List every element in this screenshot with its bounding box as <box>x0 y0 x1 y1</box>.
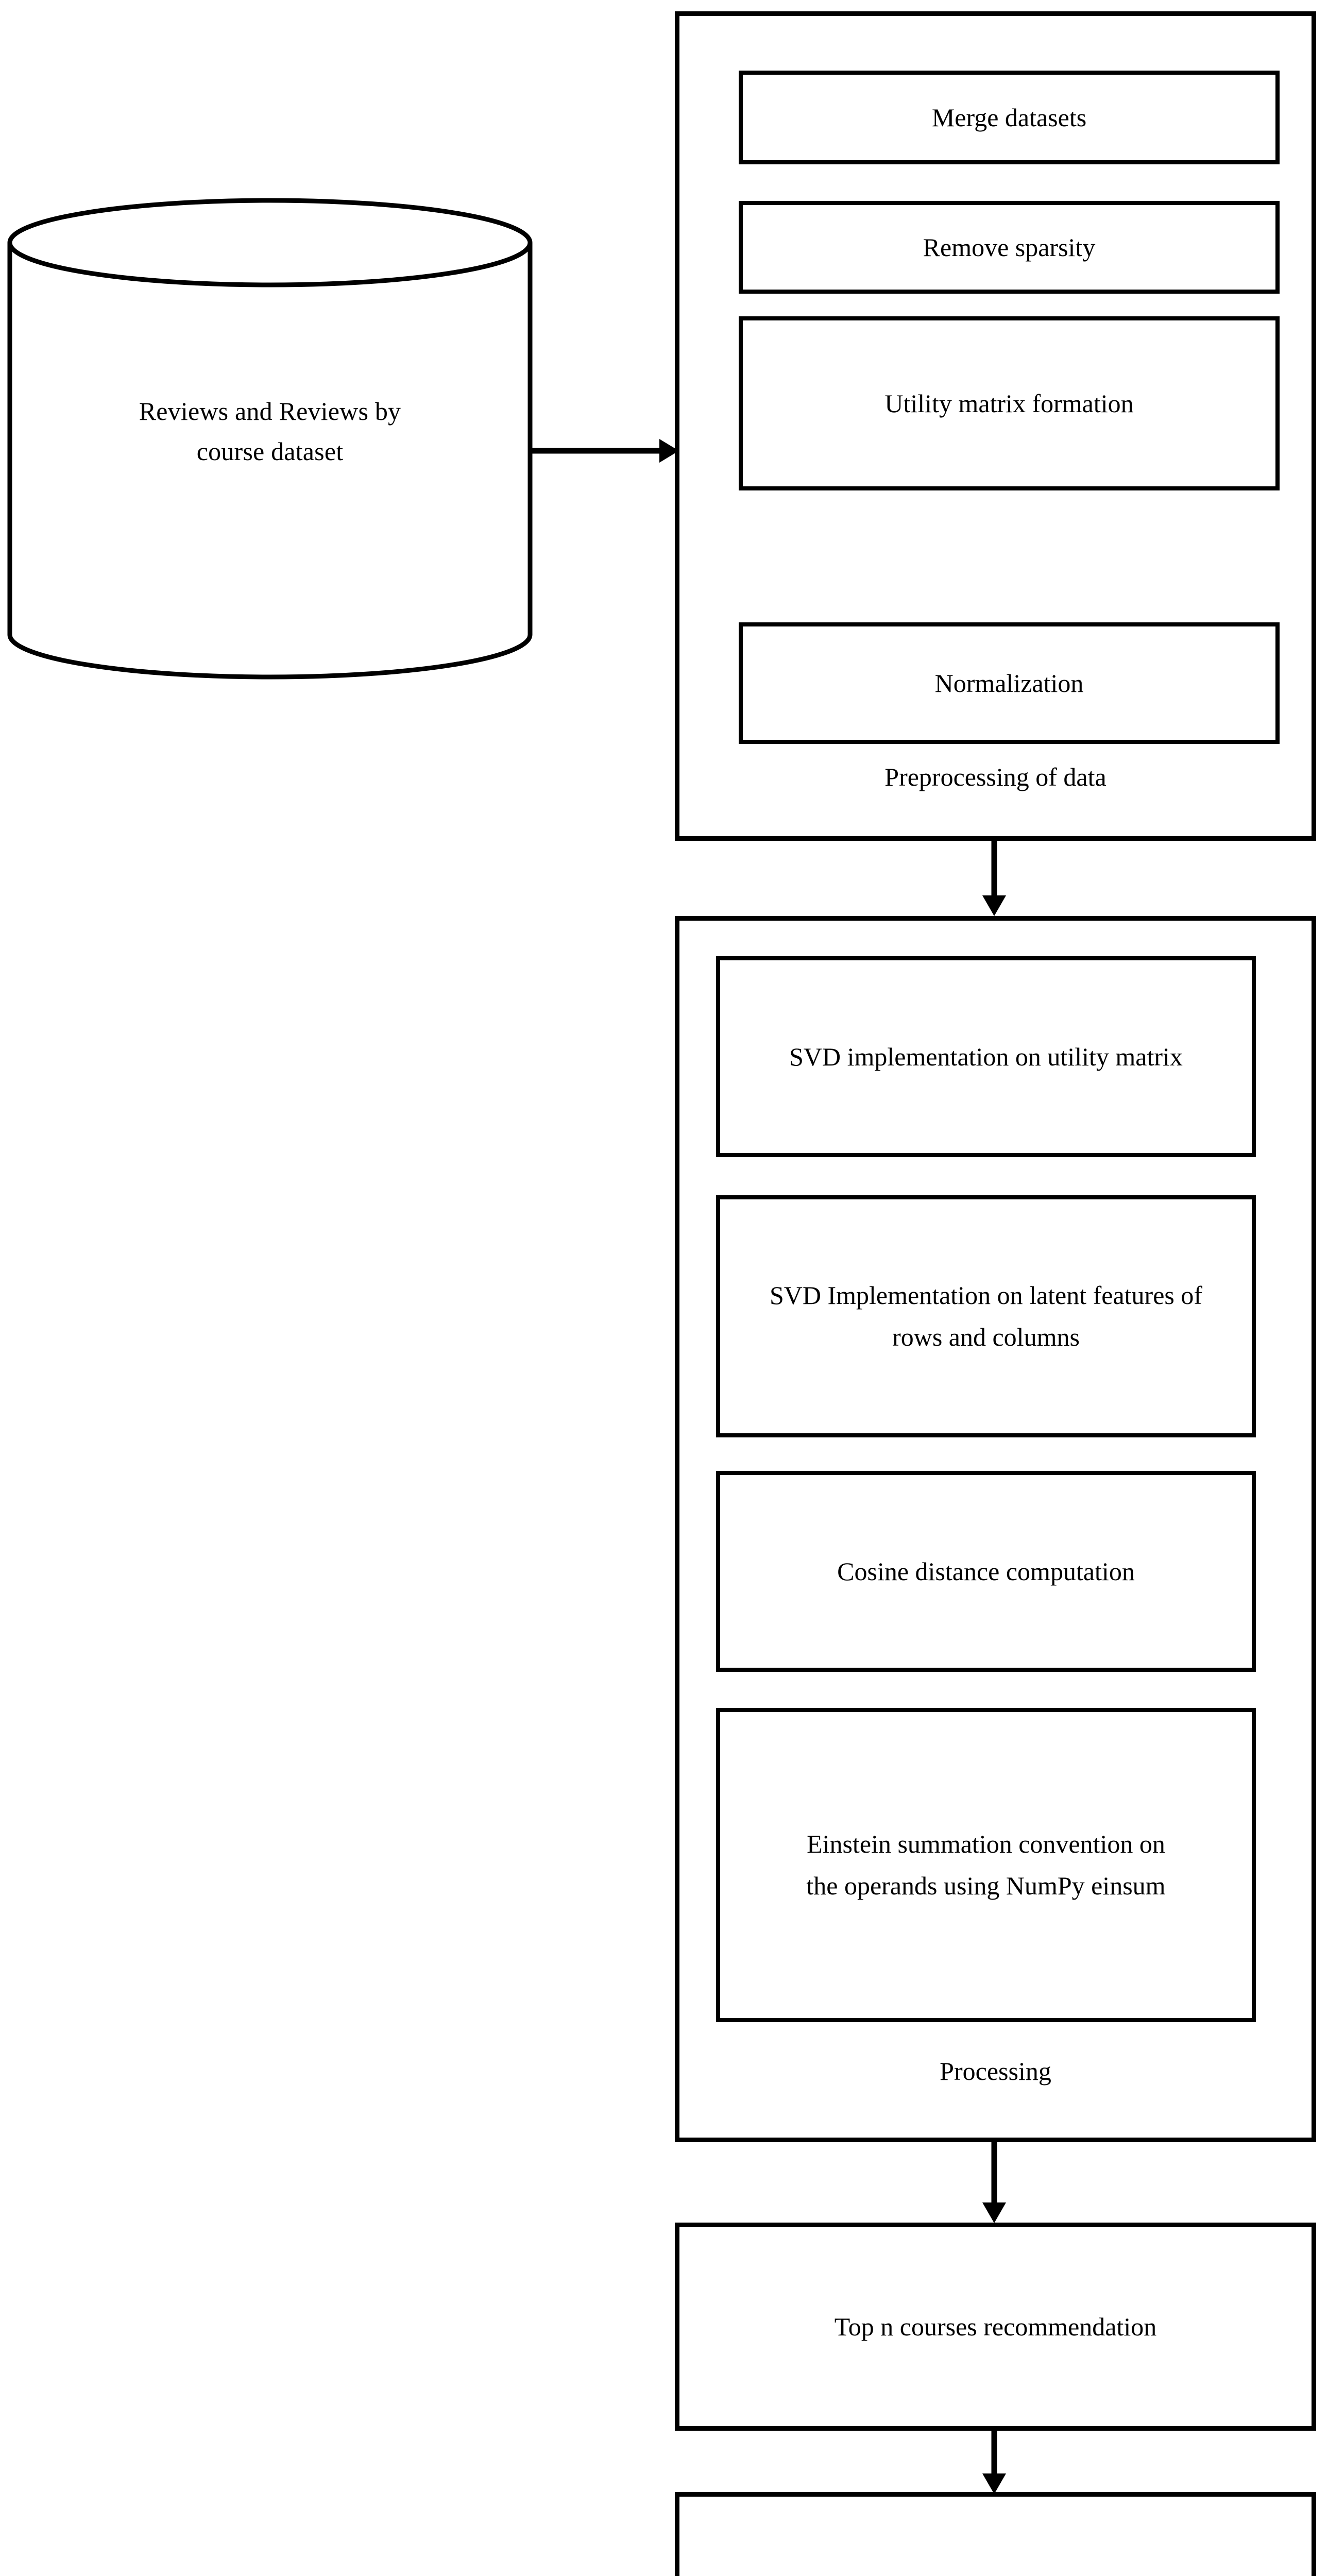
step-utility-matrix-formation-label: Utility matrix formation <box>884 388 1134 418</box>
step-svd-utility-matrix-label: SVD implementation on utility matrix <box>789 1042 1183 1071</box>
stage-processing-caption: Processing <box>940 2057 1051 2086</box>
dataset-cylinder-shape <box>7 197 533 680</box>
output-top-n-courses-recommendation[interactable]: Top n courses recommendation <box>675 2223 1316 2431</box>
step-svd-latent-features-label: SVD Implementation on latent features of… <box>769 1281 1203 1351</box>
step-utility-matrix-formation[interactable]: Utility matrix formation <box>739 316 1280 490</box>
step-einstein-summation-einsum[interactable]: Einstein summation convention on the ope… <box>716 1708 1256 2022</box>
step-remove-sparsity-label: Remove sparsity <box>923 232 1096 262</box>
arrow-preprocessing-to-processing <box>971 839 1017 917</box>
arrow-recommendation-to-evaluation <box>971 2430 1017 2495</box>
output-mae-hr-arhr-label: MAE, HR and ARHR computation <box>805 2571 1186 2576</box>
dataset-cylinder-label: Reviews and Reviews by course dataset <box>7 392 533 471</box>
step-svd-utility-matrix[interactable]: SVD implementation on utility matrix <box>716 956 1256 1157</box>
dataset-label-line-1: Reviews and Reviews by <box>139 397 401 426</box>
arrow-dataset-to-preprocessing <box>531 428 680 474</box>
step-normalization[interactable]: Normalization <box>739 622 1280 744</box>
arrow-processing-to-recommendation <box>971 2141 1017 2224</box>
step-normalization-label: Normalization <box>934 668 1084 698</box>
step-einstein-summation-einsum-label: Einstein summation convention on the ope… <box>806 1829 1166 1900</box>
output-top-n-courses-label: Top n courses recommendation <box>834 2312 1157 2341</box>
step-remove-sparsity[interactable]: Remove sparsity <box>739 201 1280 294</box>
stage-preprocessing-caption: Preprocessing of data <box>884 762 1106 791</box>
step-merge-datasets[interactable]: Merge datasets <box>739 71 1280 164</box>
dataset-label-line-2: course dataset <box>196 436 344 466</box>
output-mae-hr-arhr-computation[interactable]: MAE, HR and ARHR computation <box>675 2492 1316 2576</box>
step-merge-datasets-label: Merge datasets <box>931 103 1087 132</box>
step-svd-latent-features[interactable]: SVD Implementation on latent features of… <box>716 1195 1256 1437</box>
step-cosine-distance-computation[interactable]: Cosine distance computation <box>716 1471 1256 1672</box>
step-cosine-distance-computation-label: Cosine distance computation <box>837 1556 1135 1586</box>
